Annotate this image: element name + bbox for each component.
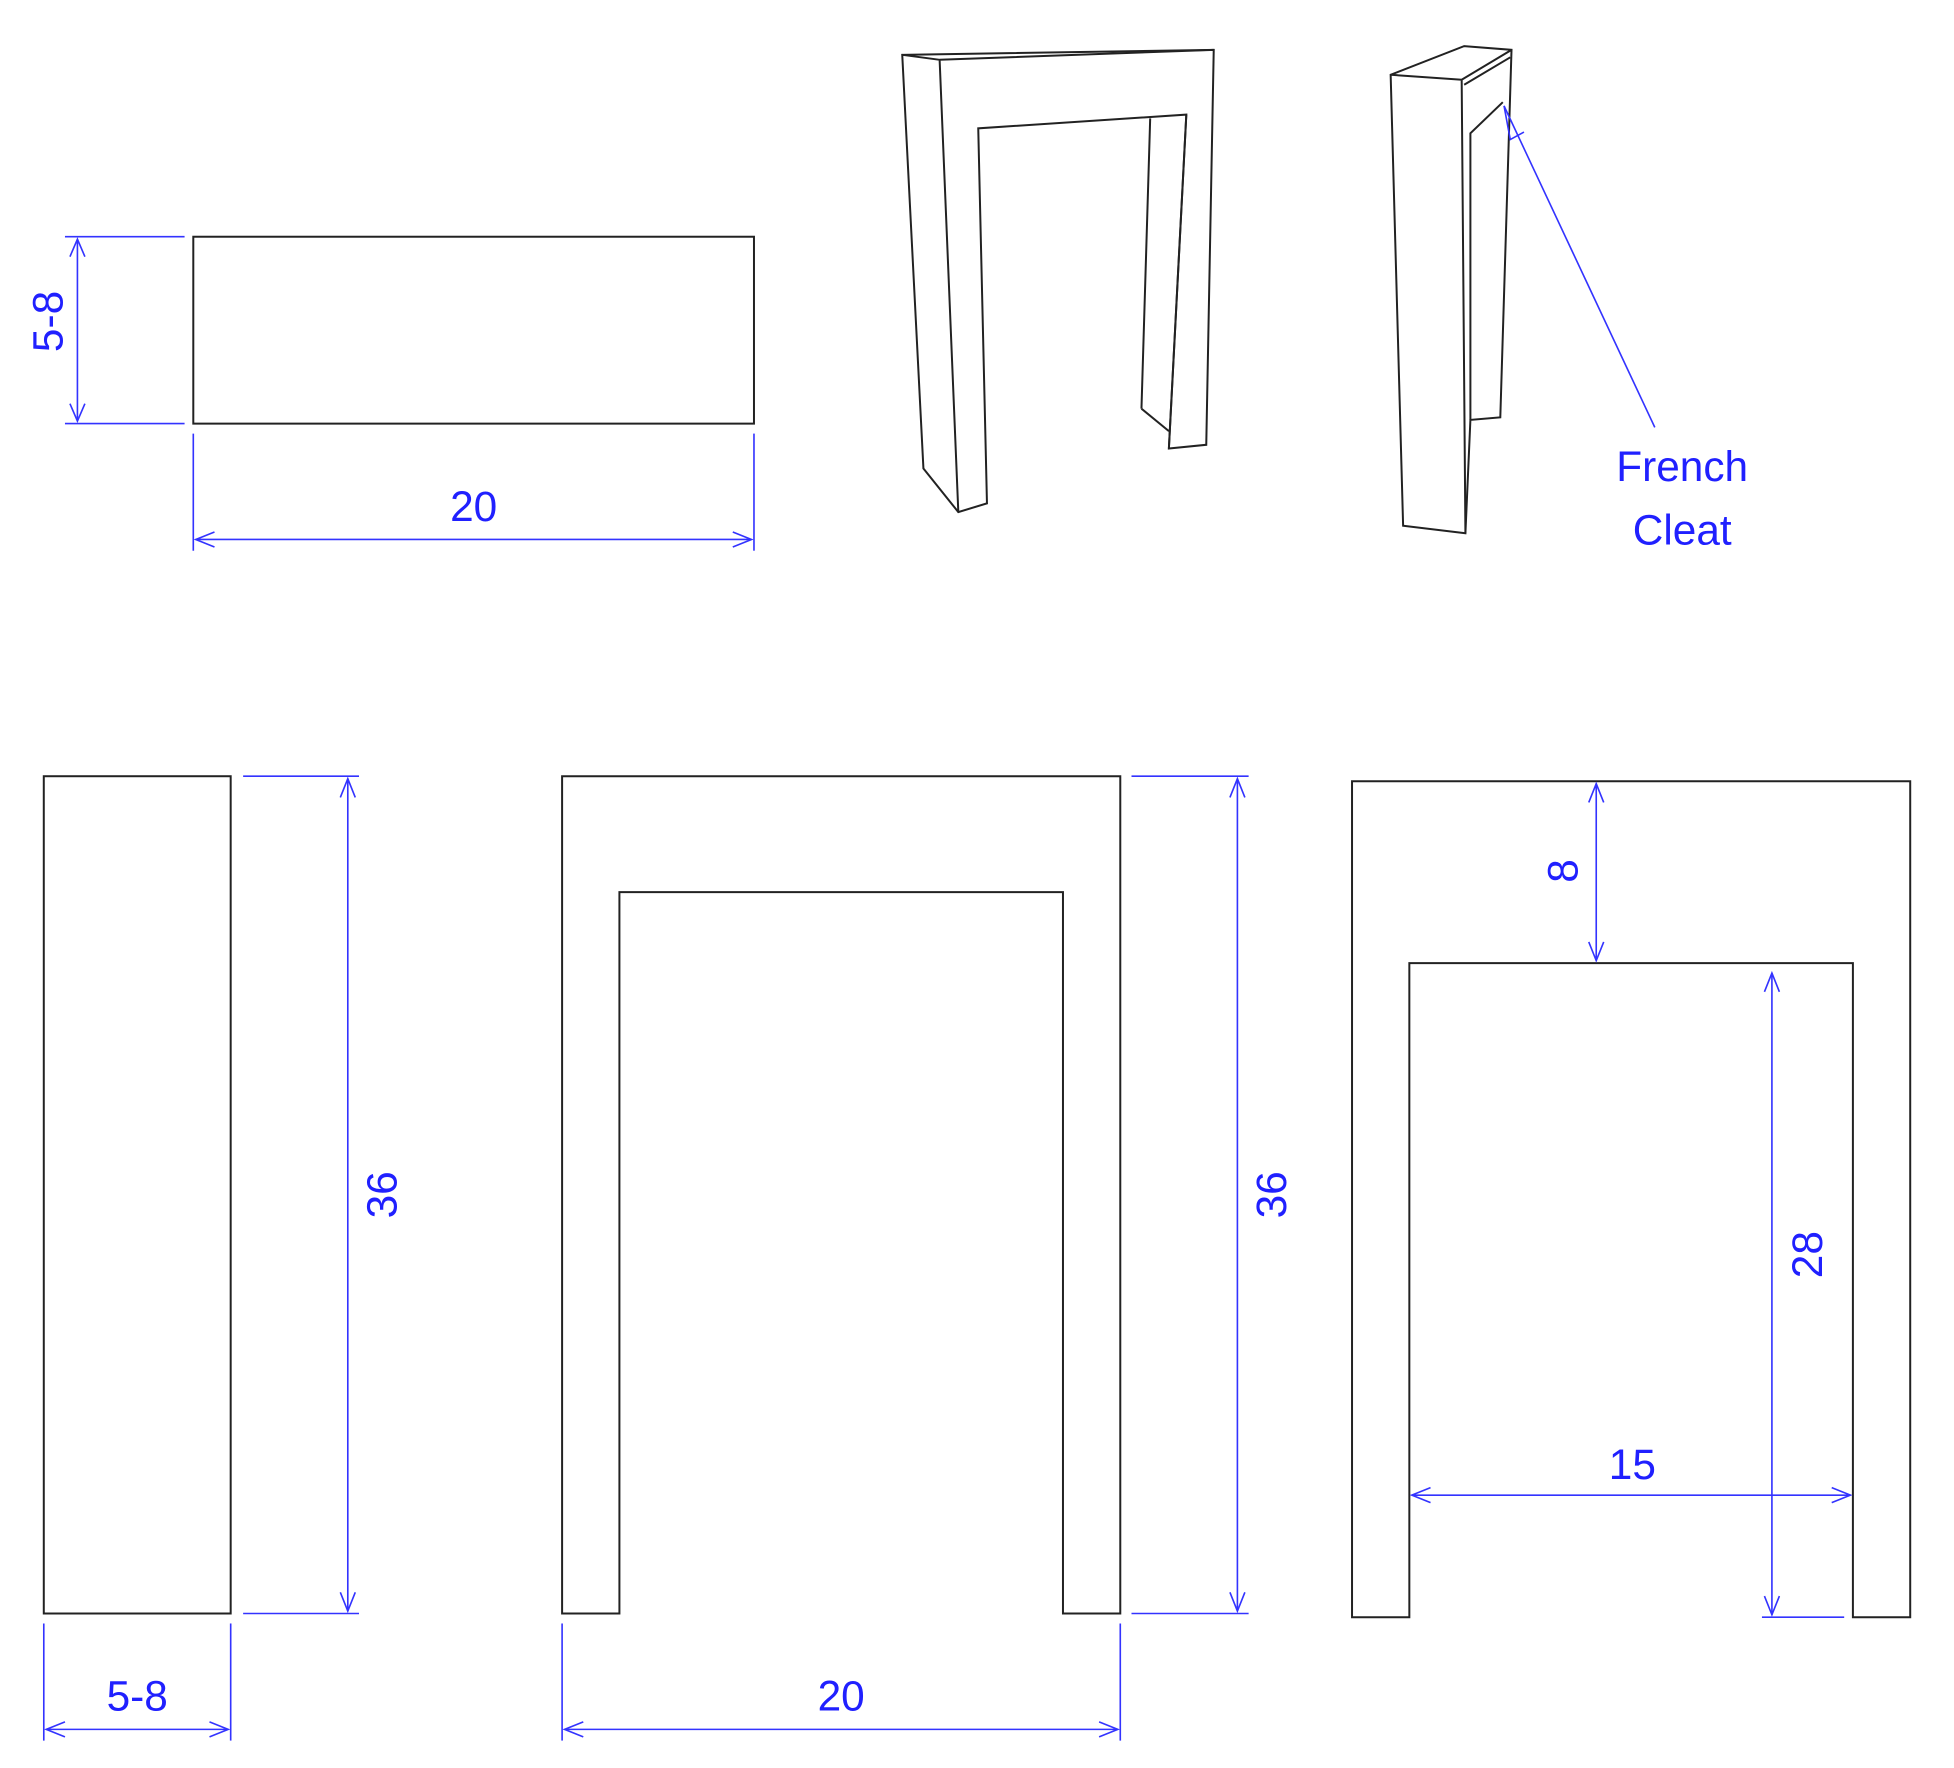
french-cleat-leader (1503, 105, 1656, 428)
top-width-dimension: 20 (192, 433, 755, 551)
front-width-label: 20 (818, 1673, 865, 1720)
opening-height-dimension: 28 (1761, 970, 1845, 1619)
side-depth-dimension: 5-8 (42, 1623, 232, 1741)
top-depth-dimension: 5-8 (24, 235, 185, 425)
front-detail-view: 8 28 15 (1351, 780, 1912, 1619)
side-height-label: 36 (358, 1171, 405, 1218)
opening-width-dimension: 15 (1409, 1441, 1853, 1504)
side-depth-label: 5-8 (107, 1673, 168, 1720)
french-cleat-label-line1: French (1616, 443, 1748, 490)
top-depth-label: 5-8 (24, 291, 71, 352)
side-view: 36 5-8 (42, 775, 405, 1741)
isometric-side: French Cleat (1389, 45, 1748, 553)
top-rail-label: 8 (1540, 859, 1587, 883)
top-view: 5-8 20 (24, 235, 755, 551)
top-width-label: 20 (450, 483, 497, 530)
front-height-dimension: 36 (1131, 775, 1295, 1615)
front-view: 36 20 (561, 775, 1295, 1741)
front-width-dimension: 20 (561, 1623, 1122, 1741)
french-cleat-label-line2: Cleat (1633, 506, 1732, 553)
isometric-frame (901, 48, 1215, 514)
opening-width-label: 15 (1609, 1441, 1656, 1488)
side-height-dimension: 36 (243, 775, 405, 1615)
front-height-label: 36 (1248, 1171, 1295, 1218)
top-view-outline (192, 235, 755, 425)
top-rail-dimension: 8 (1540, 781, 1605, 963)
opening-height-label: 28 (1784, 1231, 1831, 1278)
